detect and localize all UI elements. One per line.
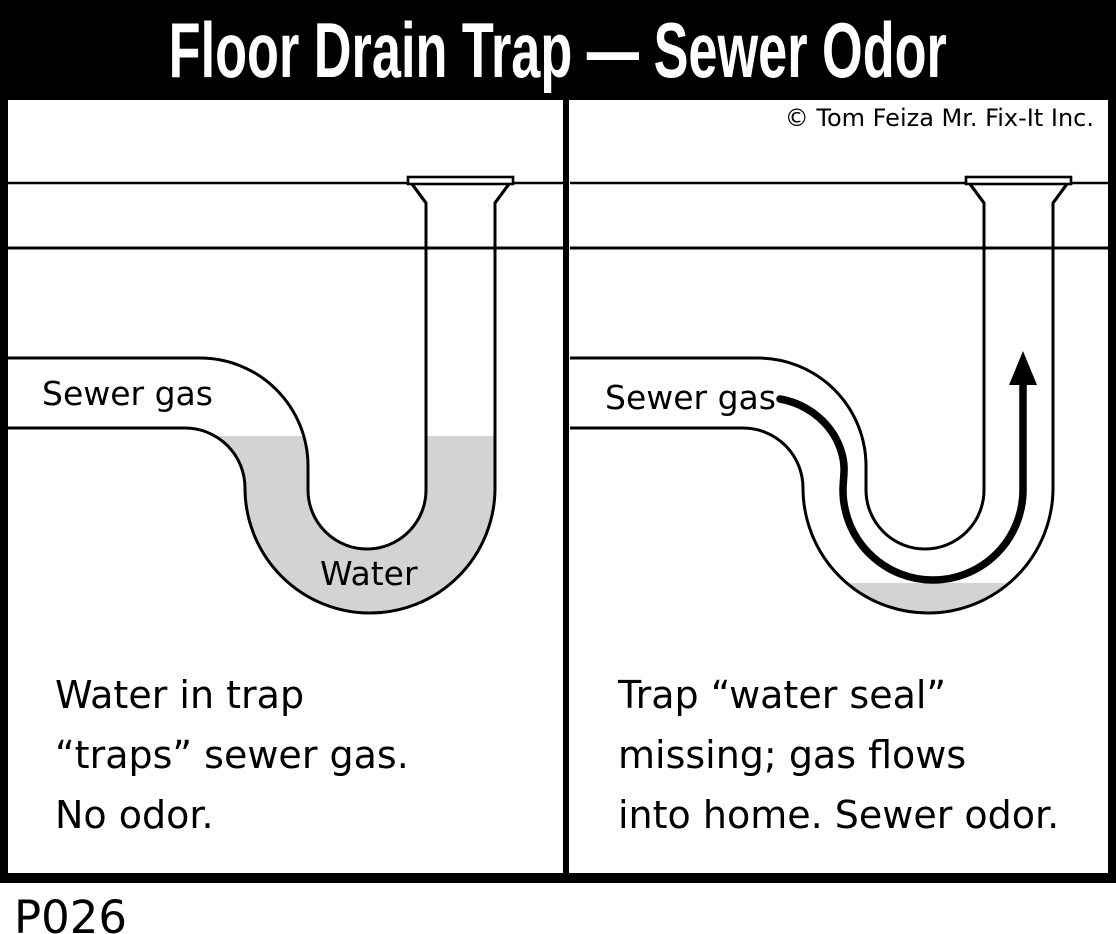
drain-flange-left [406,175,515,186]
caption-left-line-1: Water in trap [55,673,305,717]
caption-left: Water in trap “traps” sewer gas. No odor… [55,665,409,845]
caption-right: Trap “water seal” missing; gas flows int… [618,665,1059,845]
drain-funnel-left-e [493,183,511,204]
pipe-top-edge-right [570,183,986,551]
gas-flow-arrow-head [1009,351,1037,385]
caption-right-line-1: Trap “water seal” [618,673,947,717]
label-sewer-gas-left: Sewer gas [42,374,213,413]
label-water: Water [320,554,418,593]
drain-funnel-right-w [968,183,986,204]
caption-left-line-2: “traps” sewer gas. [55,733,409,777]
figure-title: Floor Drain Trap — Sewer Odor [168,6,948,94]
drain-funnel-right-e [1051,183,1069,204]
caption-left-line-3: No odor. [55,793,214,837]
drain-flange-right [964,175,1073,186]
panel-divider [563,100,569,873]
drain-funnel-left-w [410,183,428,204]
pipe-top-edge-left [8,183,428,551]
pipe-bottom-edge-right [570,183,1069,615]
gas-flow-arrow-shaft [776,380,1027,584]
water-fill-left-trap [215,436,495,613]
border-bottom [0,873,1116,883]
title-banner: Floor Drain Trap — Sewer Odor [0,0,1116,100]
caption-right-line-3: into home. Sewer odor. [618,793,1060,837]
border-right [1108,100,1116,883]
copyright-text: © Tom Feiza Mr. Fix-It Inc. [784,104,1094,132]
caption-right-line-2: missing; gas flows [618,733,967,777]
pipe-bottom-edge-left [8,183,511,615]
label-sewer-gas-right: Sewer gas [605,378,776,417]
figure-code: P026 [14,891,128,934]
border-left [0,100,8,883]
